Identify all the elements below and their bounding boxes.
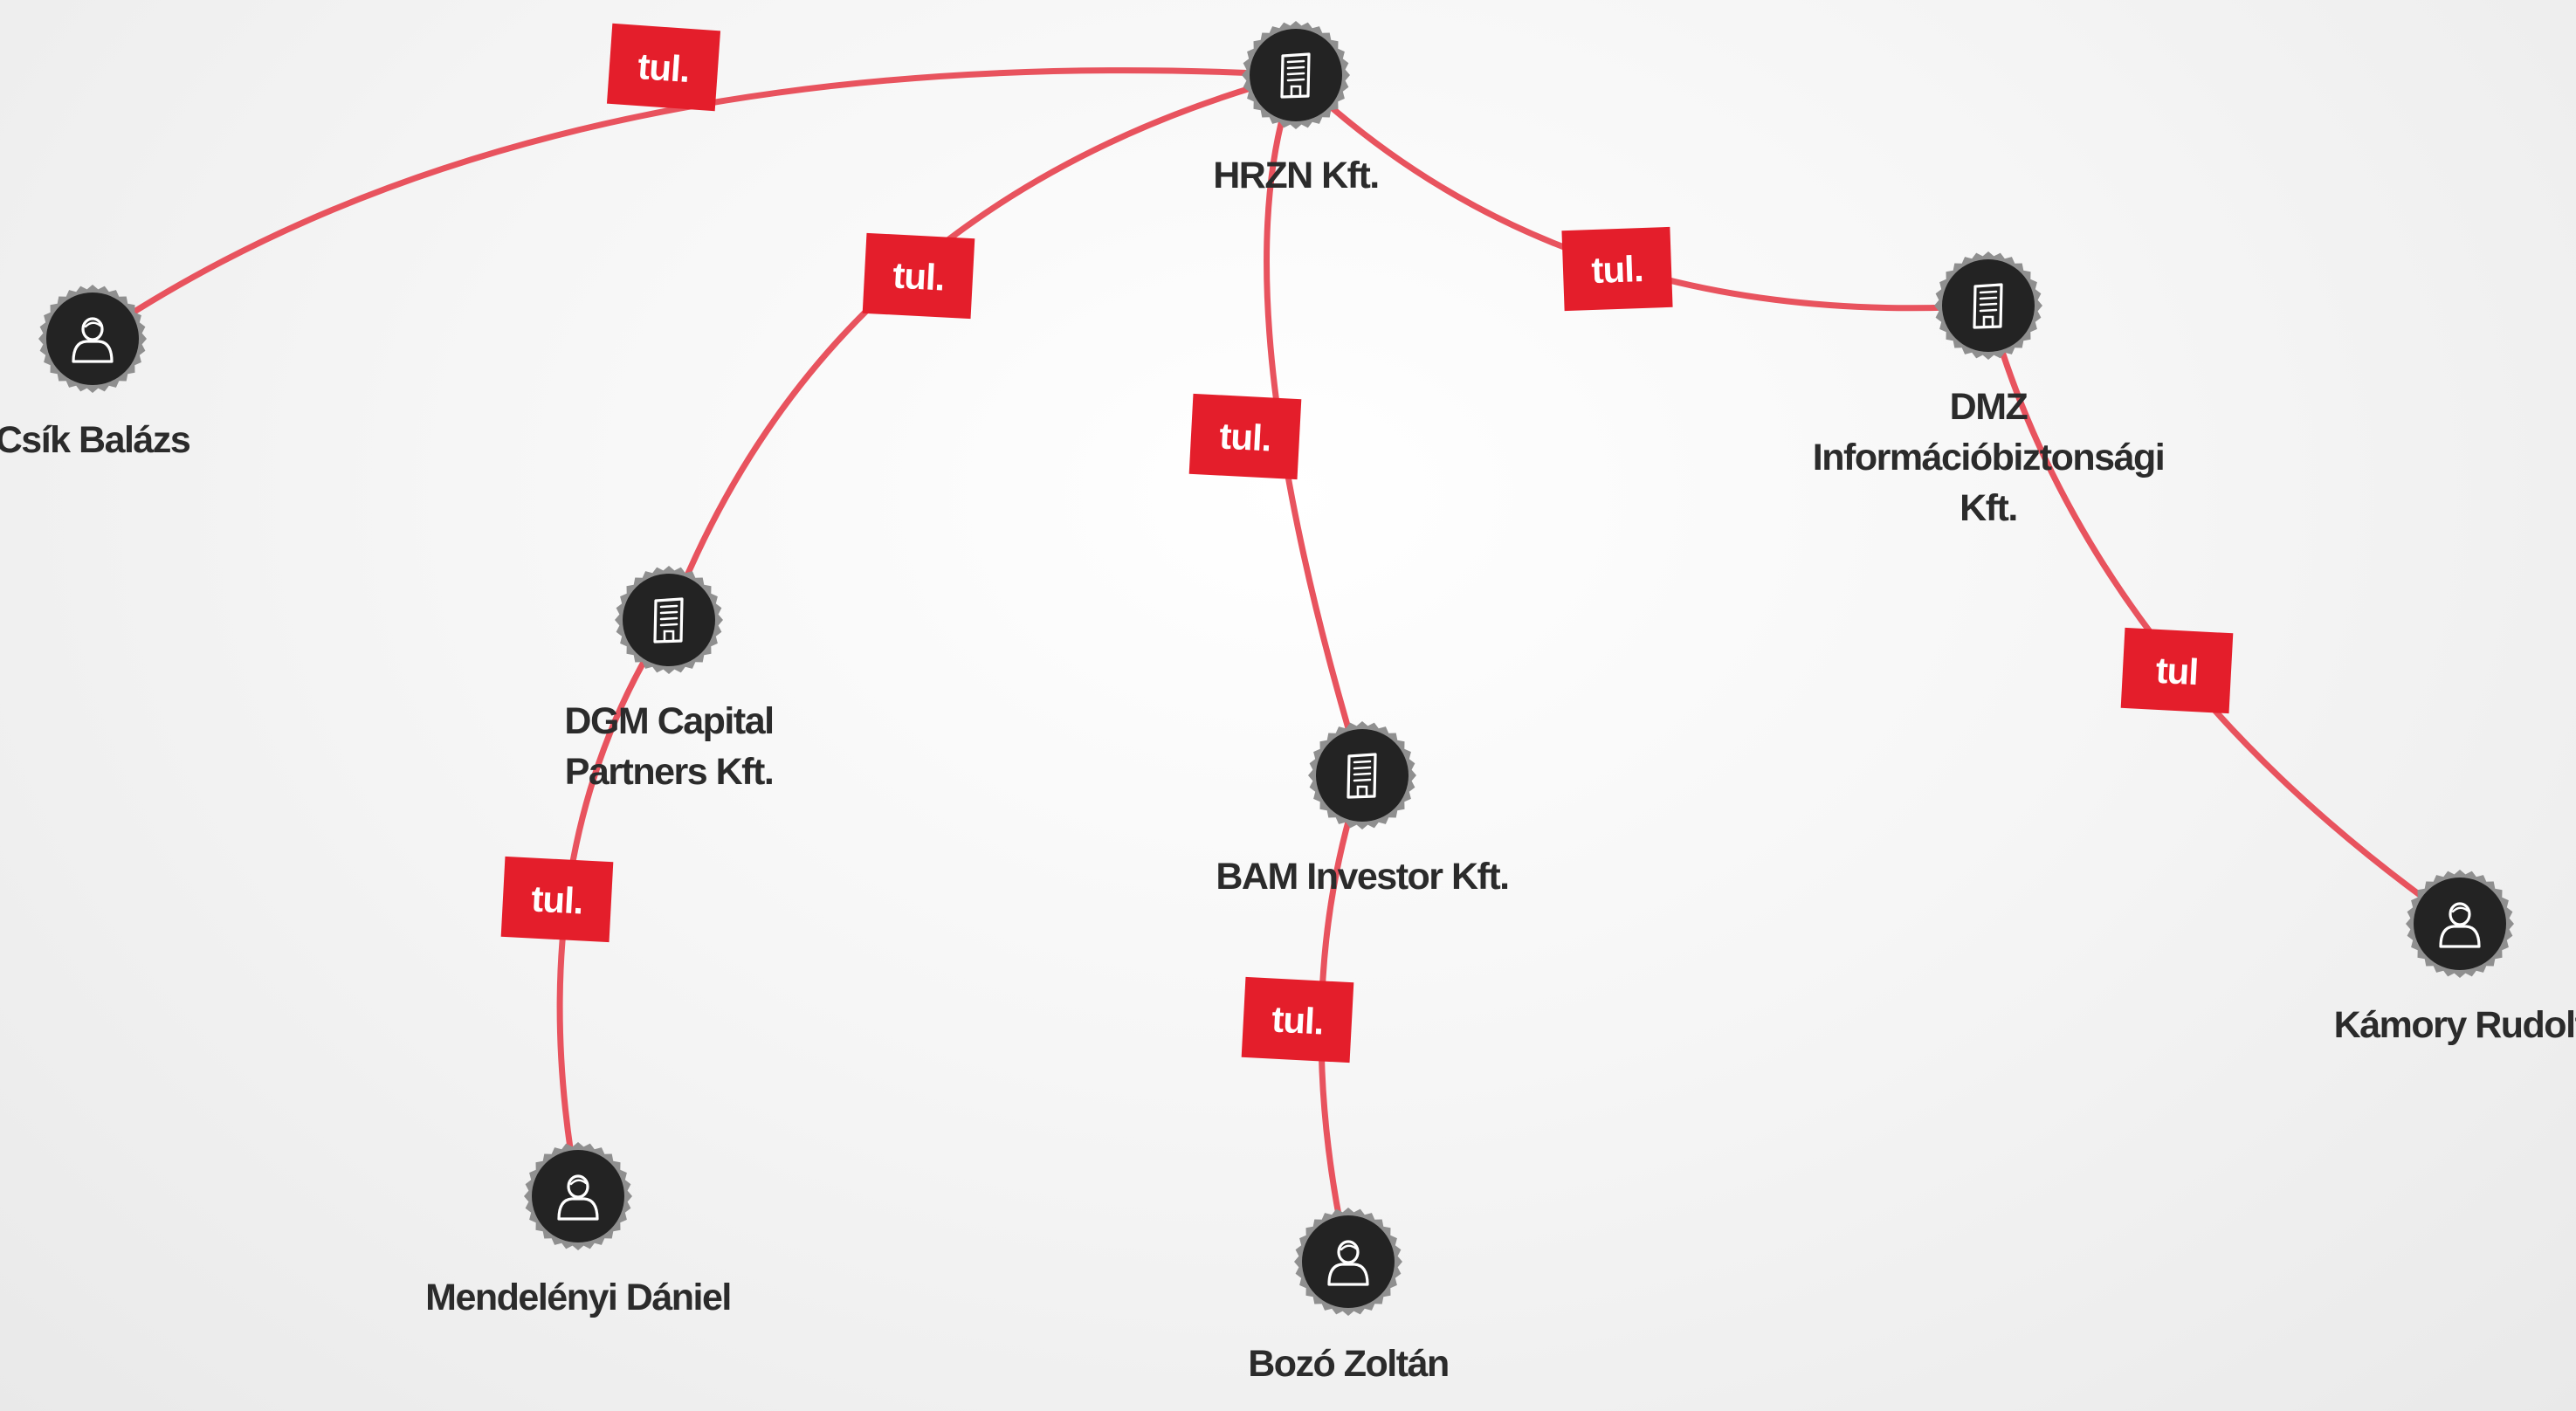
node-label-line: Partners Kft. <box>565 751 774 793</box>
edge-label-text: tul. <box>1591 248 1644 291</box>
node-label: BAM Investor Kft. <box>1216 856 1510 898</box>
edge-label-text: tul. <box>1271 998 1324 1042</box>
node-circle <box>1250 29 1342 121</box>
edge-dgm-to-hrzn <box>665 72 1299 623</box>
edge-label-badge <box>1561 226 1673 312</box>
edge-label-mendelenyi-to-dgm[interactable]: tul. <box>500 856 614 943</box>
node-hrzn[interactable]: HRZN Kft. <box>1213 21 1380 196</box>
person-icon <box>2439 902 2481 948</box>
node-mendelenyi[interactable]: Mendelényi Dániel <box>425 1142 732 1318</box>
edge-label-badge <box>862 232 975 320</box>
building-icon <box>1973 283 2003 329</box>
building-icon <box>1280 52 1311 99</box>
node-label-line: Mendelényi Dániel <box>425 1277 731 1318</box>
edge-bam-to-hrzn <box>1264 72 1366 779</box>
node-label: Mendelényi Dániel <box>425 1277 732 1318</box>
edge-label-badge <box>1241 976 1354 1063</box>
node-bozo[interactable]: Bozó Zoltán <box>1248 1208 1450 1385</box>
edge-label-text: tul. <box>1218 415 1271 458</box>
edge-label-badge <box>500 856 614 943</box>
node-label-line: DGM Capital <box>564 700 773 742</box>
node-circle <box>1942 259 2035 352</box>
node-label-line: Kámory Rudolf <box>2334 1004 2576 1046</box>
edge-kamory-to-dmz <box>1985 302 2463 927</box>
edge-label-text: tul <box>2155 650 2200 692</box>
edge-label-dmz-to-hrzn[interactable]: tul. <box>1561 226 1673 312</box>
edges-layer <box>89 67 2463 1265</box>
person-icon <box>557 1174 599 1221</box>
edge-label-text: tul. <box>637 45 691 90</box>
edge-label-kamory-to-dmz[interactable]: tul <box>2120 627 2234 714</box>
node-label-line: HRZN Kft. <box>1213 155 1379 196</box>
edge-labels-layer: tul. tul. tul. tul. tul. tul. tul <box>500 23 2234 1063</box>
edge-label-bam-to-hrzn[interactable]: tul. <box>1188 393 1302 480</box>
edge-label-dgm-to-hrzn[interactable]: tul. <box>862 232 975 320</box>
node-label-line: BAM Investor Kft. <box>1216 856 1508 898</box>
node-label-line: DMZ <box>1950 386 2028 428</box>
node-bam[interactable]: BAM Investor Kft. <box>1216 721 1510 898</box>
edge-label-text: tul. <box>530 878 583 921</box>
node-label-line: Bozó Zoltán <box>1248 1343 1449 1385</box>
node-label: HRZN Kft. <box>1213 155 1380 196</box>
node-label-line: Csík Balázs <box>0 419 190 461</box>
node-label-line: Kft. <box>1960 487 2017 529</box>
node-label: Bozó Zoltán <box>1248 1343 1450 1385</box>
node-kamory[interactable]: Kámory Rudolf <box>2334 870 2576 1046</box>
person-icon <box>1327 1240 1369 1286</box>
edge-label-bozo-to-bam[interactable]: tul. <box>1241 976 1354 1063</box>
node-label-line: Információbiztonsági <box>1813 437 2164 478</box>
person-icon <box>72 317 114 363</box>
node-circle <box>623 574 715 666</box>
edge-label-badge <box>2120 627 2234 714</box>
node-circle <box>1316 729 1409 822</box>
node-csik[interactable]: Csík Balázs <box>0 285 191 461</box>
edge-label-badge <box>1188 393 1302 480</box>
edge-label-text: tul. <box>892 254 945 298</box>
edge-csik-to-hrzn <box>89 67 1299 342</box>
building-icon <box>1347 753 1377 799</box>
edge-label-badge <box>606 23 721 112</box>
building-icon <box>653 597 684 644</box>
edge-label-csik-to-hrzn[interactable]: tul. <box>606 23 721 112</box>
node-label: Csík Balázs <box>0 419 191 461</box>
node-label: Kámory Rudolf <box>2334 1004 2576 1046</box>
